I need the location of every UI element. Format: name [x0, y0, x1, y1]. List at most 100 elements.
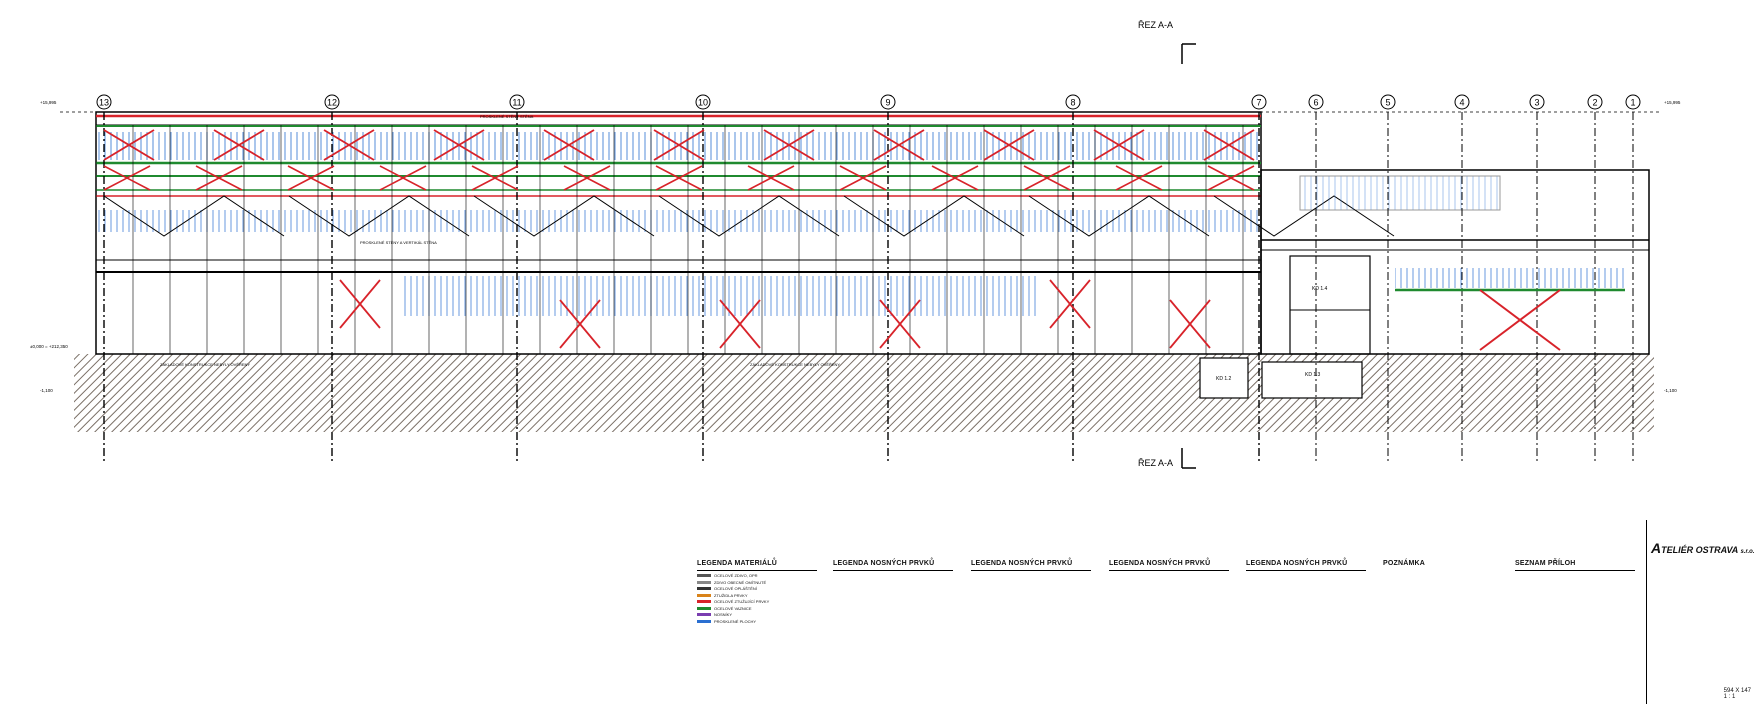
notes-block: POZNÁMKA — [1383, 560, 1503, 570]
axis-bubble — [1251, 94, 1267, 110]
legend-material-item: OCELOVÉ OPLÁŠTĚNÍ — [697, 586, 817, 593]
axis-bubble — [1587, 94, 1603, 110]
legend-swatch — [697, 587, 711, 591]
legend-material-item: OCELOVÉ VAZNICE — [697, 606, 817, 613]
axis-label: 12 — [327, 98, 337, 108]
title-stamp: ATELIÉR OSTRAVA s.r.o. 594 X 147 1 : 1 — [1646, 520, 1755, 704]
bracing-member — [287, 165, 335, 191]
bracing-member — [103, 165, 151, 191]
axis-bubble — [1308, 94, 1324, 110]
axis-label: 2 — [1592, 98, 1597, 108]
bracing-member — [213, 129, 265, 161]
axis-label: 5 — [1385, 98, 1390, 108]
room-label-kd13: KD 1.3 — [1305, 372, 1321, 378]
bracing-member — [323, 129, 375, 161]
bracing-member — [763, 129, 815, 161]
legend-beams-title-4: LEGENDA NOSNÝCH PRVKŮ — [1246, 560, 1348, 567]
legend-material-item: OCELOVÉ ZTUŽUJÍCÍ PRVKY — [697, 599, 817, 606]
bay-label-vertical: PROSKLENÉ STĚNY A VERTIKÁL STĚNA — [360, 240, 437, 245]
axis-bubble — [1529, 94, 1545, 110]
ground-hatch — [74, 354, 1654, 432]
section-label-bottom: ŘEZ A-A — [1138, 458, 1173, 468]
level-bottom-left: -1,100 — [40, 388, 53, 393]
bracing-member — [339, 279, 381, 329]
legend-material-label: ZTUŽIDLA PRVKY — [714, 592, 748, 598]
legend-swatch — [697, 606, 711, 610]
bracing-member — [655, 165, 703, 191]
bracing-member — [471, 165, 519, 191]
bay-label-foundation-1: ZÁKLADOVÉ KONSTRUKCE NEBYLY OVĚŘENY — [160, 362, 250, 367]
level-ground-left: ±0,000 = +212,350 — [30, 344, 68, 349]
legend-material-label: NOSNÍKY — [714, 612, 733, 617]
annex-building — [1260, 169, 1650, 355]
bracing-member — [1115, 165, 1163, 191]
bracing-member — [983, 129, 1035, 161]
level-bottom-right: -1,100 — [1664, 388, 1677, 393]
axis-bubble — [1454, 94, 1470, 110]
bracing-member — [559, 299, 601, 349]
attachments-title: SEZNAM PŘÍLOH — [1515, 560, 1576, 567]
axis-label: 13 — [99, 98, 109, 108]
bracing-member — [103, 129, 155, 161]
axis-bubble — [1625, 94, 1641, 110]
legend-beams-title-1: LEGENDA NOSNÝCH PRVKŮ — [833, 560, 935, 567]
bracing-member — [1093, 129, 1145, 161]
truss-member — [1028, 195, 1210, 237]
axis-label: 7 — [1256, 98, 1261, 108]
axis-bubble — [96, 94, 112, 110]
legend-material-item: NOSNÍKY — [697, 612, 817, 619]
bracing-member — [931, 165, 979, 191]
axis-label: 11 — [512, 98, 521, 108]
basement-pit — [1199, 357, 1249, 399]
legend-beams-title-3: LEGENDA NOSNÝCH PRVKŮ — [1109, 560, 1211, 567]
bracing-member — [379, 165, 427, 191]
truss-member — [103, 195, 285, 237]
bracing-member — [1049, 279, 1091, 329]
legend-materials-title: LEGENDA MATERIÁLŮ — [697, 560, 778, 567]
truss-member — [288, 195, 470, 237]
section-cut-marker-bottom: ŘEZ A-A — [1138, 448, 1196, 469]
legend-material-label: OCELOVÉ ZDIVO, OPR — [714, 573, 758, 578]
bracing-members — [103, 129, 1395, 349]
axis-bubble — [1065, 94, 1081, 110]
bracing-member — [195, 165, 243, 191]
legend-material-label: PROSKLENÉ PLOCHY — [714, 618, 757, 624]
section-label-top: ŘEZ A-A — [1138, 20, 1173, 30]
bracing-member — [873, 129, 925, 161]
attachments-block: SEZNAM PŘÍLOH — [1515, 560, 1635, 573]
legend-swatch — [697, 613, 711, 617]
bracing-member — [563, 165, 611, 191]
legend-beams-2: LEGENDA NOSNÝCH PRVKŮ — [971, 560, 1091, 573]
legend-material-item: PROSKLENÉ PLOCHY — [697, 619, 817, 626]
axis-bubble — [509, 94, 525, 110]
axis-label: 6 — [1313, 98, 1318, 108]
notes-title: POZNÁMKA — [1383, 560, 1426, 567]
bay-label-glazing: PROSKLENÉ STĚNY STĚNA — [480, 114, 534, 119]
basement-room — [1261, 361, 1363, 399]
sheet-size: 594 X 147 — [1723, 688, 1751, 694]
axis-bubble — [1380, 94, 1396, 110]
bracing-member — [653, 129, 705, 161]
truss-member — [1213, 195, 1395, 237]
bay-label-foundation-2: ZÁKLADOVÉ KONSTRUKCE NEBYLY OVĚŘENY — [750, 362, 840, 367]
legend-swatch — [697, 593, 711, 597]
axis-bubble — [880, 94, 896, 110]
axis-label: 3 — [1534, 98, 1539, 108]
legend-material-label: OCELOVÉ OPLÁŠTĚNÍ — [714, 586, 757, 591]
section-cut-marker-top: ŘEZ A-A — [1138, 20, 1196, 64]
bracing-member — [839, 165, 887, 191]
axis-bubble — [324, 94, 340, 110]
bracing-member — [719, 299, 761, 349]
sheet-scale: 1 : 1 — [1723, 694, 1736, 700]
legend-swatch — [697, 600, 711, 604]
legend-material-label: ZDIVO OBECNÉ OMÍTNUTÉ — [714, 579, 767, 585]
legend-swatch — [697, 574, 711, 578]
legend-material-label: OCELOVÉ ZTUŽUJÍCÍ PRVKY — [714, 599, 770, 604]
legend-material-item: OCELOVÉ ZDIVO, OPR — [697, 573, 817, 580]
bracing-member — [1207, 165, 1255, 191]
legend-material-item: ZDIVO OBECNÉ OMÍTNUTÉ — [697, 580, 817, 587]
room-label-kd14: KD 1.4 — [1312, 286, 1328, 292]
axis-lines — [95, 112, 1634, 462]
